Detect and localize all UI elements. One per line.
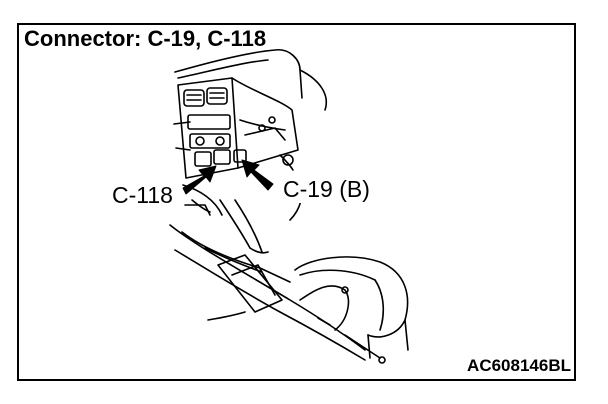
c19-arrow <box>241 159 274 191</box>
figure-code: AC608146BL <box>467 356 571 375</box>
callout-c118-label: C-118 <box>110 182 175 209</box>
shift-lever <box>219 199 251 249</box>
wiring-harness <box>299 285 350 331</box>
armrest <box>294 256 409 338</box>
callout-c19-label: C-19 (B) <box>281 176 372 203</box>
connector-c118-shape <box>194 151 212 167</box>
connector-c19-shape <box>233 149 247 163</box>
c118-arrow <box>182 165 217 195</box>
center-console <box>169 224 366 351</box>
diagram-title: Connector: C-19, C-118 <box>24 26 267 51</box>
dashboard-outline <box>174 49 303 99</box>
